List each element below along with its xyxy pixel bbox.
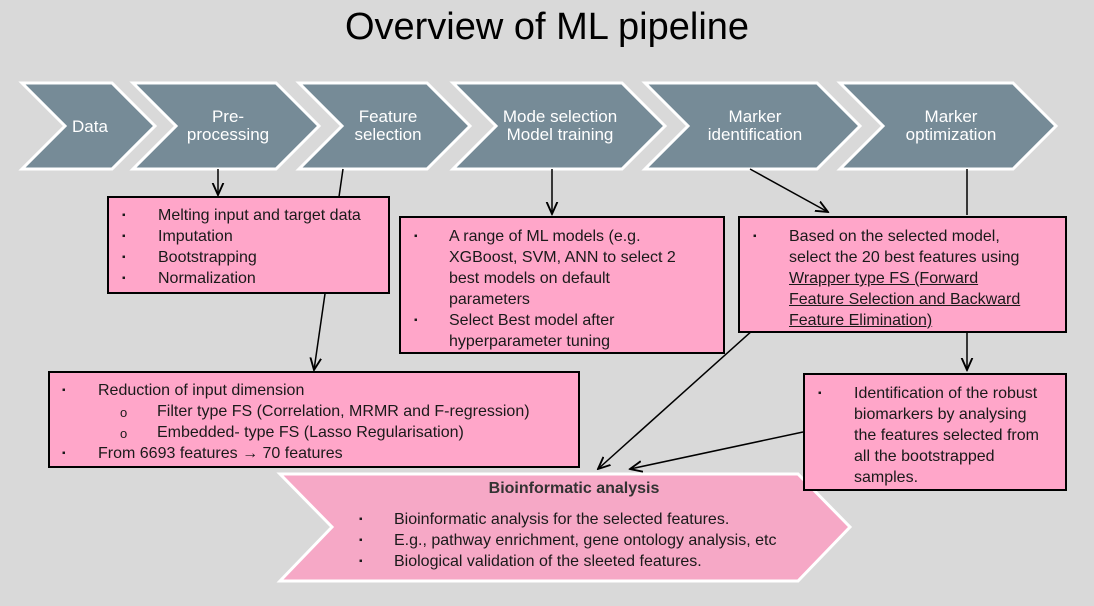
bullet-icon: ▪ (359, 535, 363, 546)
bioinformatic-list: ▪Bioinformatic analysis for the selected… (355, 509, 776, 572)
bullet-icon: ▪ (122, 231, 126, 242)
marker-identification-box: ▪Based on the selected model,select the … (738, 216, 1067, 333)
arrow-marker-id-to-bio (598, 311, 774, 469)
list-item: ▪Based on the selected model,select the … (753, 228, 1021, 329)
list-item: ▪Imputation (122, 228, 233, 245)
chevron-model-training (449, 81, 668, 171)
bullet-icon: ▪ (122, 273, 126, 284)
bullet-icon: ▪ (414, 231, 418, 242)
list-item: ▪Biological validation of the sleeted fe… (359, 553, 702, 570)
list-item: ▪Bioinformatic analysis for the selected… (359, 511, 730, 528)
chevron-marker-optimization (836, 81, 1059, 171)
bullet-icon: ▪ (122, 252, 126, 263)
chevron-label-preprocessing: Pre-processing (187, 107, 269, 144)
bullet-icon: ▪ (414, 315, 418, 326)
bioinformatic-banner (276, 472, 853, 583)
chevron-marker-identification (641, 81, 863, 171)
bullet-icon: ▪ (62, 448, 66, 459)
list-item: ▪A range of ML models (e.g.XGBoost, SVM,… (414, 228, 676, 308)
bullet-icon: ▪ (359, 514, 363, 525)
preprocessing-box: ▪Melting input and target data ▪Imputati… (107, 196, 390, 294)
bullet-icon: ▪ (62, 385, 66, 396)
chevron-preprocessing (129, 81, 322, 171)
bullet-icon: ▪ (359, 556, 363, 567)
bullet-icon: ▪ (122, 210, 126, 221)
list-item: ▪E.g., pathway enrichment, gene ontology… (359, 532, 777, 549)
chevron-feature-selection (295, 81, 473, 171)
pipeline-chevrons (18, 81, 1059, 171)
circle-bullet-icon: o (120, 405, 128, 420)
list-item: ▪Normalization (122, 270, 256, 287)
list-item: ▪Melting input and target data (122, 207, 361, 224)
arrow-marker-identification (749, 168, 828, 212)
bioinformatic-title: Bioinformatic analysis (488, 480, 660, 497)
chevron-label-data: Data (72, 117, 108, 136)
arrow-right-icon: → (242, 445, 259, 462)
chevron-data (18, 81, 158, 171)
list-item: ▪Reduction of input dimension (62, 382, 305, 399)
bullet-icon: ▪ (818, 388, 822, 399)
model-training-box: ▪A range of ML models (e.g.XGBoost, SVM,… (399, 216, 725, 354)
list-item: ▪Bootstrapping (122, 249, 257, 266)
circle-bullet-icon: o (120, 426, 128, 441)
bullet-icon: ▪ (753, 231, 757, 242)
page-title: Overview of ML pipeline (344, 6, 750, 48)
arrow-marker-opt-to-bio (630, 431, 804, 469)
list-item: ▪From 6693 features → 70 features (62, 445, 343, 462)
